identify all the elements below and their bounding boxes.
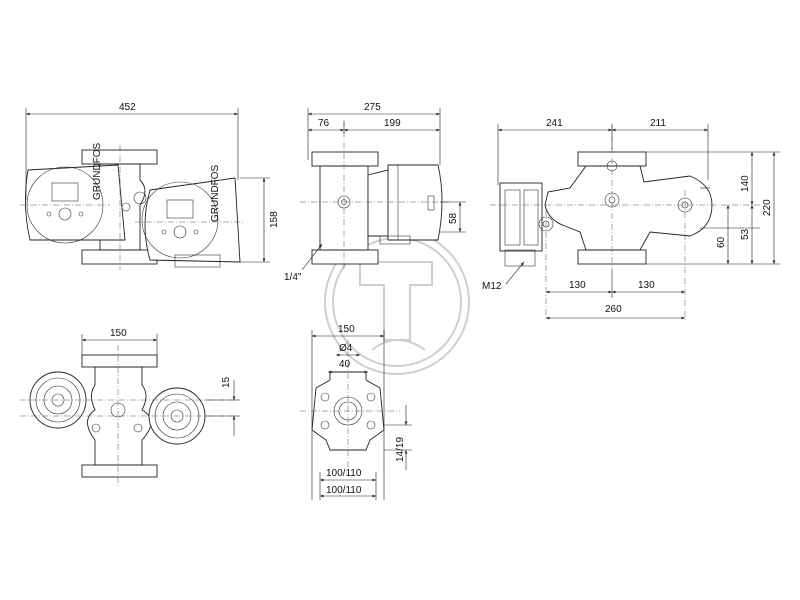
- dim-130-right: 130: [638, 280, 655, 291]
- dim-452: 452: [119, 102, 136, 113]
- dim-15: 15: [221, 376, 232, 388]
- thread-leader: [301, 243, 323, 271]
- dim-220: 220: [762, 199, 773, 216]
- dim-thread-1-4: 1/4": [284, 272, 302, 283]
- dim-76: 76: [318, 118, 330, 129]
- right-vertical-dims: [646, 151, 780, 265]
- dim-40: 40: [339, 359, 351, 370]
- dim-275: 275: [364, 102, 381, 113]
- dim-199: 199: [384, 118, 401, 129]
- side-height-dim: [440, 201, 466, 233]
- right-view: [490, 125, 760, 320]
- dim-53: 53: [740, 228, 751, 240]
- dim-100-110-a: 100/110: [326, 468, 362, 479]
- dim-260: 260: [605, 304, 622, 315]
- front-height-dim: [240, 177, 270, 263]
- dim-58: 58: [448, 212, 459, 224]
- dim-140: 140: [740, 175, 751, 192]
- svg-text:GRUNDFOS: GRUNDFOS: [210, 164, 221, 222]
- front-view: GRUNDFOS GRUNDFOS: [20, 142, 245, 270]
- side-total-dim: [307, 108, 441, 165]
- dim-130-left: 130: [569, 280, 586, 291]
- side-view: [300, 120, 450, 270]
- dim-m12: M12: [482, 281, 502, 292]
- right-bottom-dims: [546, 270, 685, 320]
- m12-leader: [505, 261, 525, 285]
- dim-150-bottom: 150: [110, 328, 127, 339]
- dim-phi4: Ø4: [339, 343, 353, 354]
- bottom-view: [20, 345, 240, 488]
- front-width-dim: [25, 108, 239, 200]
- dim-100-110-b: 100/110: [326, 485, 362, 496]
- dim-60: 60: [716, 236, 727, 248]
- dim-158: 158: [269, 211, 280, 228]
- bottom-width-dim: [81, 334, 240, 436]
- flange-view: [300, 340, 400, 470]
- flange-dims: [311, 330, 412, 500]
- dim-150-flange: 150: [338, 324, 355, 335]
- svg-text:GRUNDFOS: GRUNDFOS: [92, 142, 103, 200]
- dim-241: 241: [546, 118, 563, 129]
- dim-14-19: 14/19: [395, 437, 406, 462]
- dim-211: 211: [650, 118, 666, 129]
